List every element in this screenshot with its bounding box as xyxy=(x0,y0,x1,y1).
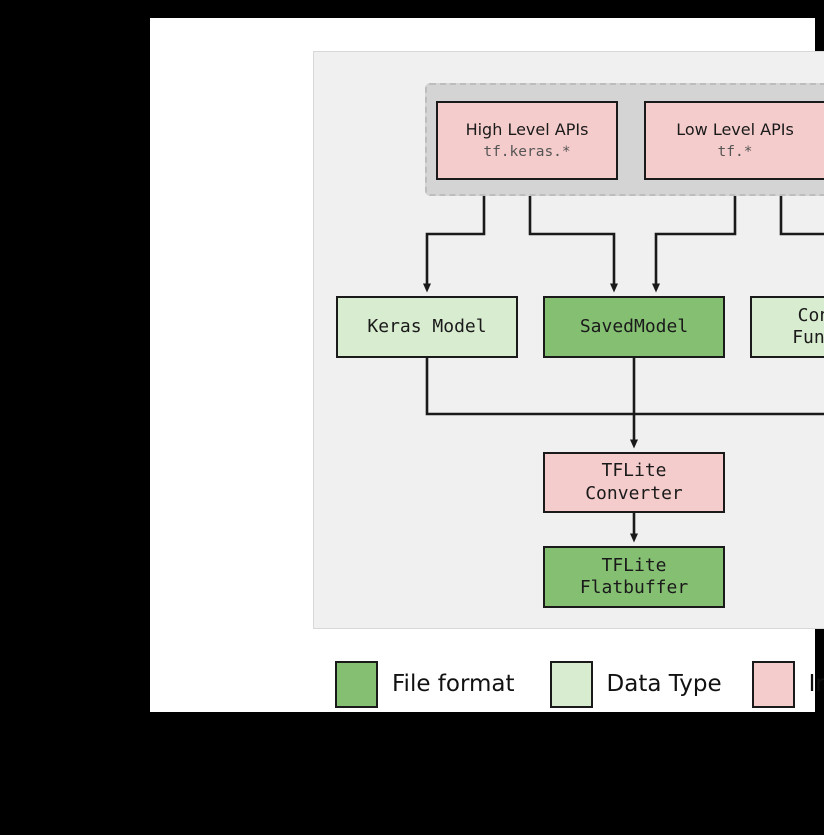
legend-item-file-format: File format xyxy=(335,660,515,708)
diagram-card: High Level APIs tf.keras.* Low Level API… xyxy=(150,18,824,712)
legend-swatch-file-format xyxy=(335,660,378,708)
legend-item-data-type: Data Type xyxy=(549,660,722,708)
node-title-line2: Functions xyxy=(792,327,824,348)
legend-swatch-data-type xyxy=(549,660,593,708)
node-low-level-apis[interactable]: Low Level APIs tf.* xyxy=(644,101,824,180)
node-title: Low Level APIs xyxy=(676,119,794,139)
node-title: High Level APIs xyxy=(465,119,589,139)
node-concrete-functions[interactable]: Concrete Functions xyxy=(750,296,824,358)
node-high-level-apis[interactable]: High Level APIs tf.keras.* xyxy=(436,101,618,180)
node-title: TFLite xyxy=(601,460,667,481)
legend-label: Infrastructure xyxy=(808,671,824,697)
legend-label: Data Type xyxy=(606,671,722,697)
node-subtitle: tf.* xyxy=(717,143,753,160)
node-subtitle: tf.keras.* xyxy=(483,143,571,160)
node-title: Concrete xyxy=(797,304,824,326)
legend-item-infrastructure: Infrastructure xyxy=(751,660,824,708)
node-title-line2: Converter xyxy=(585,482,683,504)
node-tflite-flatbuffer[interactable]: TFLite Flatbuffer xyxy=(543,546,725,608)
legend: File format Data Type Infrastructure xyxy=(335,658,824,710)
legend-label: File format xyxy=(392,671,515,697)
node-title: SavedModel xyxy=(579,315,689,337)
node-keras-model[interactable]: Keras Model xyxy=(336,296,518,358)
node-title-line2: Flatbuffer xyxy=(579,577,689,598)
node-title: TFLite xyxy=(601,554,667,576)
legend-swatch-infrastructure xyxy=(751,660,795,708)
node-tflite-converter[interactable]: TFLite Converter xyxy=(543,452,725,513)
node-savedmodel[interactable]: SavedModel xyxy=(543,296,725,358)
node-title: Keras Model xyxy=(367,315,487,337)
